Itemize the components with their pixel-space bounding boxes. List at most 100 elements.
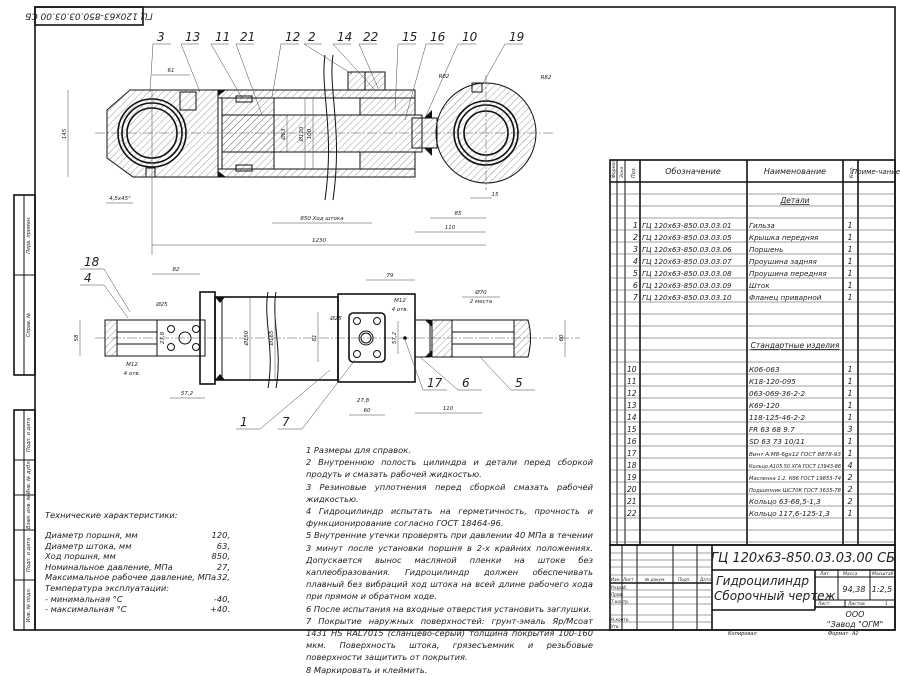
mass-value: 94,38	[843, 585, 866, 594]
spec-name: SD 63 73 10/11	[749, 437, 805, 446]
callout-leader	[103, 284, 129, 319]
col-list: Лист	[622, 577, 634, 582]
callout-leader	[332, 43, 376, 91]
dimension-label: 2 места	[470, 299, 493, 305]
org-line1: ООО	[846, 610, 865, 619]
scale-label: Масштаб	[872, 571, 894, 577]
dimension-label: 61	[168, 68, 175, 74]
spec-qty: 1	[847, 437, 852, 446]
spec-name: Гильза	[749, 221, 775, 230]
callout-leader	[210, 43, 243, 99]
tech-value: 63,	[216, 540, 230, 551]
spec-pos: 12	[627, 389, 637, 398]
callout-leader	[180, 43, 201, 93]
port-plate	[348, 312, 386, 363]
note-item: 3 Резиновые уплотнения перед сборкой сма…	[306, 481, 593, 504]
callout-label: 19	[509, 30, 524, 44]
spec-pos: 2	[633, 233, 638, 242]
spec-pos: 7	[633, 293, 639, 302]
callout-label: 11	[215, 30, 230, 44]
callout-leader	[103, 268, 131, 313]
dimension-label: 27,8	[357, 398, 370, 404]
dimension-label: 60	[364, 408, 371, 414]
dimension-label: 4 отв.	[124, 371, 141, 377]
note-item: 5 Внутренние утечки проверять при давлен…	[306, 530, 593, 602]
tech-label: Диаметр поршня, мм	[45, 530, 138, 540]
tech-row: Температура эксплуатации:	[45, 583, 230, 594]
tech-row: Диаметр поршня, мм 120,	[45, 530, 230, 541]
rear-flange-plate	[157, 319, 206, 357]
tech-value: 27,	[216, 561, 230, 572]
spec-pos: 19	[627, 473, 637, 482]
tech-value: 120,	[211, 530, 230, 540]
spec-pos: 4	[633, 257, 638, 266]
drawing-type: Сборочный чертеж	[714, 589, 836, 603]
dimension-label: 1230	[312, 238, 326, 244]
spec-name: Фланец приварной	[749, 293, 822, 302]
rod	[221, 114, 423, 153]
dimension-label: 15	[492, 192, 499, 198]
dimension-label: 79	[387, 273, 394, 279]
spec-pos: 13	[627, 401, 637, 410]
grease-nipple	[145, 167, 156, 178]
spec-qty: 1	[847, 389, 852, 398]
spec-pos: 11	[627, 377, 637, 386]
drawing-name: Гидроцилиндр	[716, 574, 809, 588]
dimension-label: R82	[541, 75, 552, 81]
dimension-label: R82	[439, 74, 450, 80]
col-date: Дата	[699, 577, 711, 582]
format-label: Формат	[828, 631, 849, 637]
dimension-label: 100	[307, 128, 313, 139]
callout-leader	[479, 356, 512, 391]
front-cover	[359, 97, 416, 116]
tech-label: - максимальная °С	[45, 604, 127, 615]
dimension-label: Ø120	[298, 126, 305, 142]
format-value: А2	[851, 631, 859, 637]
callout-label: 14	[337, 30, 352, 44]
note-item: 7 Покрытие наружных поверхностей: грунт-…	[306, 615, 593, 663]
spec-pos: 22	[627, 509, 637, 518]
header-pos: Поз.	[631, 167, 637, 178]
callout-leader	[149, 43, 154, 93]
side-strip-label: Подп. и дата	[26, 538, 32, 572]
dimension-label: 145	[62, 128, 68, 139]
role-checker: Пров.	[611, 592, 623, 597]
spec-designation: ГЦ 120х63-850.03.03.06	[642, 245, 732, 254]
spec-qty: 4	[847, 461, 852, 470]
spec-qty: 1	[847, 401, 852, 410]
spec-pos: 6	[633, 281, 638, 290]
spec-pos: 3	[633, 245, 638, 254]
spec-name: FR 63 68 9.7	[749, 425, 795, 434]
callout-leader	[259, 369, 331, 430]
tech-value: 850,	[211, 551, 230, 562]
col-sign: Подп.	[678, 577, 691, 582]
dimension-label: Ø165	[268, 330, 275, 346]
spec-qty: 1	[847, 377, 852, 386]
dimension-label: 85	[455, 211, 462, 217]
spec-name: К06-063	[749, 365, 780, 374]
cylinder-tube	[217, 89, 416, 99]
spec-qty: 2	[847, 473, 852, 482]
col-izm: Изм.	[611, 577, 621, 582]
callout-label: 3	[157, 30, 165, 44]
callout-leader	[235, 43, 263, 116]
callout-label: 21	[240, 30, 255, 44]
tech-label: Диаметр штока, мм	[45, 540, 132, 551]
dimension-label: 4 отв.	[392, 307, 409, 313]
title-block: ГЦ 120х63-850.03.03.00 СБ Гидроцилиндр С…	[609, 544, 896, 637]
dimension-label: Ø25	[329, 315, 342, 322]
spec-designation: ГЦ 120х63-850.03.03.01	[642, 221, 732, 230]
spec-designation: ГЦ 120х63-850.03.03.09	[642, 281, 732, 290]
callout-leader	[271, 43, 282, 98]
dimensions-top	[67, 74, 492, 246]
callout-leader	[404, 43, 427, 121]
section-standard: Стандартные изделия	[751, 341, 840, 350]
dimensions-bottom-lines	[79, 273, 566, 416]
spec-name: Крышка передняя	[749, 233, 819, 242]
sheet-label: Лист	[817, 601, 830, 607]
spec-name: Проушина задняя	[749, 257, 817, 266]
spec-designation: ГЦ 120х63-850.03.03.05	[642, 233, 732, 242]
spec-qty: 1	[847, 221, 852, 230]
